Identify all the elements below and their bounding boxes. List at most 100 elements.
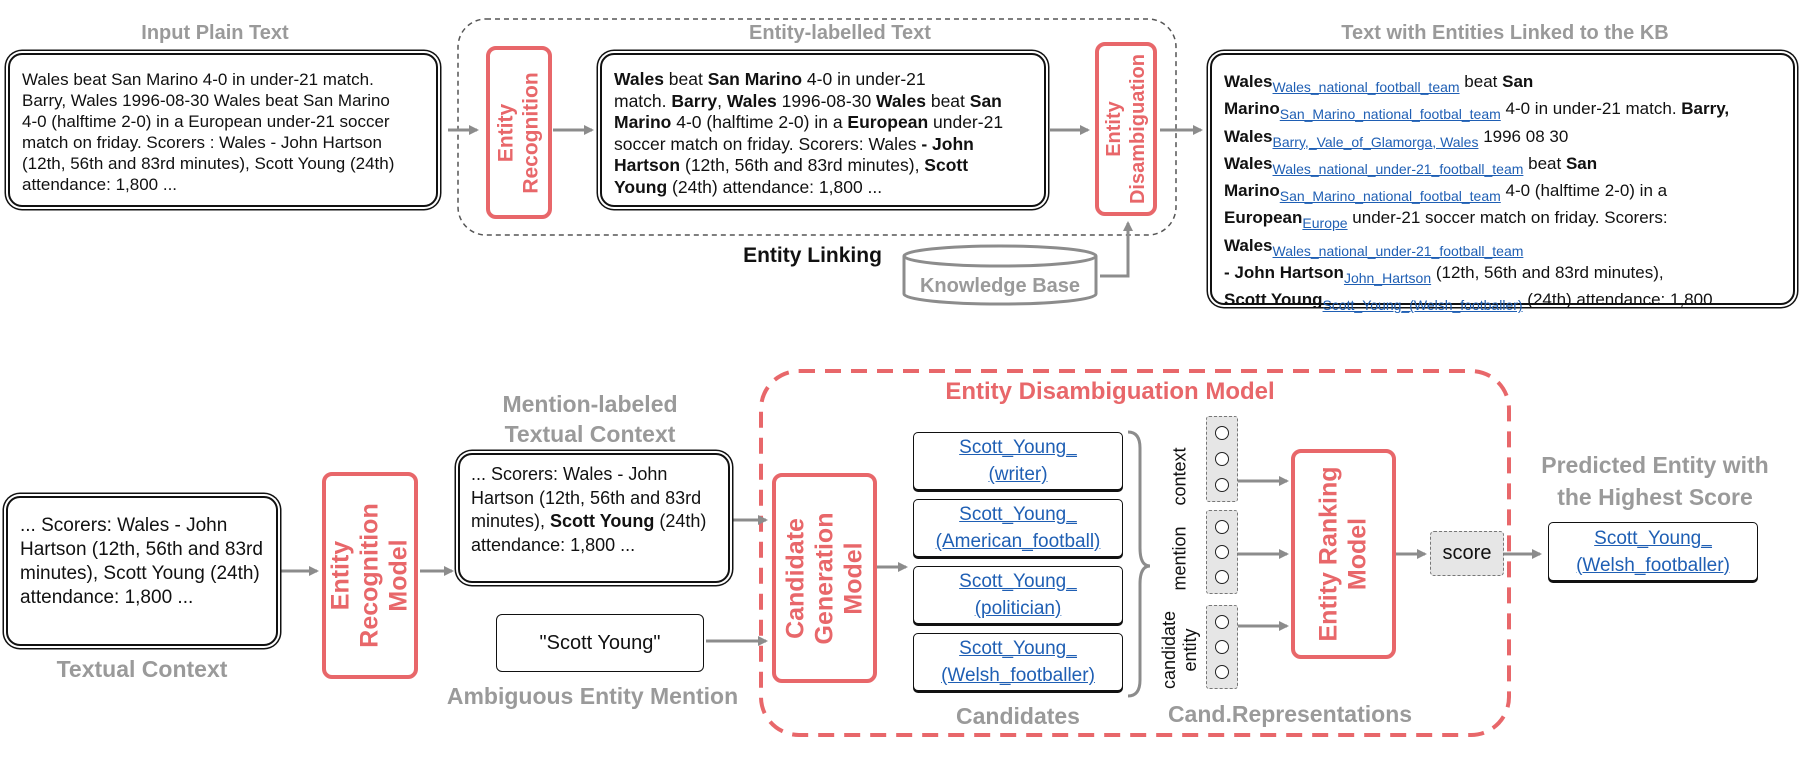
entity-mention: Wales — [1224, 126, 1273, 146]
candidate-link-2[interactable]: (American_football) — [935, 531, 1101, 552]
entity-disambiguation-line-1: Entity — [1103, 101, 1126, 157]
entity-mention: Young — [614, 176, 668, 197]
predicted-entity-heading: Predicted Entity with the Highest Score — [1541, 452, 1769, 510]
labelled-text-line: soccer match on friday. Scorers: Wales -… — [614, 134, 1032, 156]
plain-text: 1996-08-30 — [776, 90, 877, 111]
entity-mention: San — [1502, 72, 1534, 91]
entity-mention: European — [1224, 208, 1303, 228]
plain-text: soccer match on friday. Scorers: Wales — [614, 133, 922, 154]
plain-text: 1996 08 30 — [1478, 126, 1569, 146]
plain-text: 4-0 (halftime 2-0) in a — [671, 112, 848, 132]
labelled-text-line: Hartson (12th, 56th and 83rd minutes), S… — [614, 155, 1032, 177]
linked-text-line: EuropeanEurope under-21 soccer match on … — [1224, 207, 1781, 234]
mention-rep-label-wrap: mention — [1150, 508, 1210, 608]
candidate-3: Scott_Young_ (politician) — [913, 566, 1123, 624]
kb-link[interactable]: Wales_national_under-21_football_team — [1272, 242, 1524, 259]
plain-text: (24th) attendance: 1,800 ... — [667, 176, 883, 197]
input-text-line: Barry, Wales 1996-08-30 Wales beat San M… — [22, 91, 390, 110]
linked-text-box: WalesWales_national_football_team beat S… — [1210, 53, 1795, 313]
kb-link[interactable]: Wales_national_under-21_football_team — [1272, 160, 1524, 177]
labelled-text-line: match. Barry, Wales 1996-08-30 Wales bea… — [614, 91, 1032, 113]
entity-mention: - John — [921, 133, 974, 154]
linked-text-line: WalesWales_national_under-21_football_te… — [1224, 153, 1781, 180]
kb-link[interactable]: San_Marino_national_footbal_team — [1279, 188, 1501, 205]
entity-mention: Scott — [924, 155, 969, 175]
entity-recognition-line-1: Entity — [495, 103, 519, 162]
entity-mention: Scott Young — [1224, 290, 1323, 310]
plain-text: beat — [1459, 72, 1503, 91]
textual-context-label: Textual Context — [56, 656, 228, 682]
entity-mention: Barry, — [1681, 99, 1730, 119]
entity-rep-label: candidate entity — [1159, 610, 1201, 690]
plain-text: beat — [925, 90, 970, 111]
candidate-link-2[interactable]: (writer) — [988, 464, 1048, 485]
labelled-text-line: Marino 4-0 (halftime 2-0) in a European … — [614, 112, 1032, 134]
entity-disambiguation-line-2: Disambiguation — [1127, 53, 1150, 205]
plain-text: match. — [614, 90, 672, 111]
plain-text: (12th, 56th and 83rd minutes), — [680, 155, 925, 175]
kb-link[interactable]: Wales_national_football_team — [1272, 79, 1460, 95]
arrow-kb-to-disambiguation — [1100, 221, 1133, 278]
input-text-line: 4-0 (halftime 2-0) in a European under-2… — [22, 112, 390, 131]
entity-mention: Hartson — [614, 155, 681, 175]
candidate-link-2[interactable]: (Welsh_footballer) — [941, 665, 1095, 686]
knowledge-base-label: Knowledge Base — [919, 275, 1081, 297]
mention-representation — [1206, 510, 1238, 594]
candidate-generation-line-3: Model — [839, 541, 868, 615]
candidate-link-1[interactable]: Scott_Young_ — [959, 571, 1077, 592]
linked-text-line: WalesWales_national_under-21_football_te… — [1224, 235, 1781, 262]
ranking-model-line-1: Entity Ranking — [1314, 466, 1343, 642]
mention-unit-3 — [1215, 570, 1229, 585]
plain-text: 4-0 in under-21 — [802, 69, 926, 89]
recognition-model-line-2: Recognition — [355, 503, 384, 648]
candidate-link-1[interactable]: Scott_Young_ — [959, 638, 1077, 659]
kb-link[interactable]: Scott_Young_(Welsh_footballer) — [1322, 297, 1523, 314]
entity-representation — [1206, 605, 1238, 689]
kb-link[interactable]: San_Marino_national_footbal_team — [1279, 106, 1501, 123]
entity-mention: Wales — [1224, 72, 1273, 91]
entity-mention: Wales — [1224, 153, 1273, 173]
candidate-link-2[interactable]: (politician) — [974, 598, 1062, 619]
plain-text: 4-0 in under-21 match. — [1500, 99, 1682, 119]
candidate-link-1[interactable]: Scott_Young_ — [959, 504, 1077, 525]
kb-link[interactable]: John_Hartson — [1343, 270, 1432, 287]
context-unit-3 — [1215, 478, 1229, 492]
mention-labeled-box: ... Scorers: Wales - John Hartson (12th,… — [458, 453, 730, 583]
recognition-model-line-1: Entity — [326, 540, 355, 611]
plain-text: beat — [663, 69, 708, 89]
entity-mention: Wales — [726, 90, 777, 111]
input-plain-text-box: Wales beat San Marino 4-0 in under-21 ma… — [8, 53, 438, 207]
context-unit-1 — [1215, 426, 1229, 440]
input-text-line: match on friday. Scorers : Wales - John … — [22, 133, 382, 152]
entity-mention: European — [847, 112, 929, 132]
labelled-text-line: Young (24th) attendance: 1,800 ... — [614, 177, 1032, 199]
mention-labeled-heading: Mention-labeled Textual Context — [502, 391, 678, 447]
cand-representations-label: Cand.Representations — [1167, 701, 1413, 727]
kb-link[interactable]: Europe — [1302, 215, 1348, 232]
predicted-entity-line-2[interactable]: (Welsh_footballer) — [1576, 554, 1730, 576]
entity-labelled-heading: Entity-labelled Text — [749, 22, 931, 44]
candidate-link-1[interactable]: Scott_Young_ — [959, 437, 1077, 458]
input-text-line: (12th, 56th and 83rd minutes), Scott You… — [22, 154, 395, 173]
predicted-entity-line-1[interactable]: Scott_Young_ — [1594, 527, 1712, 549]
plain-text: (12th, 56th and 83rd minutes), — [1431, 263, 1664, 283]
candidate-generation-line-2: Generation — [810, 512, 839, 644]
mention-rep-label: mention — [1169, 525, 1190, 591]
mention-labeled-text: ... Scorers: Wales - John Hartson (12th,… — [471, 464, 707, 555]
entity-mention: San Marino — [707, 69, 803, 89]
kb-link[interactable]: Barry,_Vale_of_Glamorga, Wales — [1272, 133, 1479, 150]
input-plain-text-heading: Input Plain Text — [141, 22, 289, 44]
candidate-1: Scott_Young_ (writer) — [913, 432, 1123, 490]
entity-unit-3 — [1215, 665, 1229, 680]
textual-context-text: ... Scorers: Wales - John Hartson (12th,… — [20, 515, 263, 608]
